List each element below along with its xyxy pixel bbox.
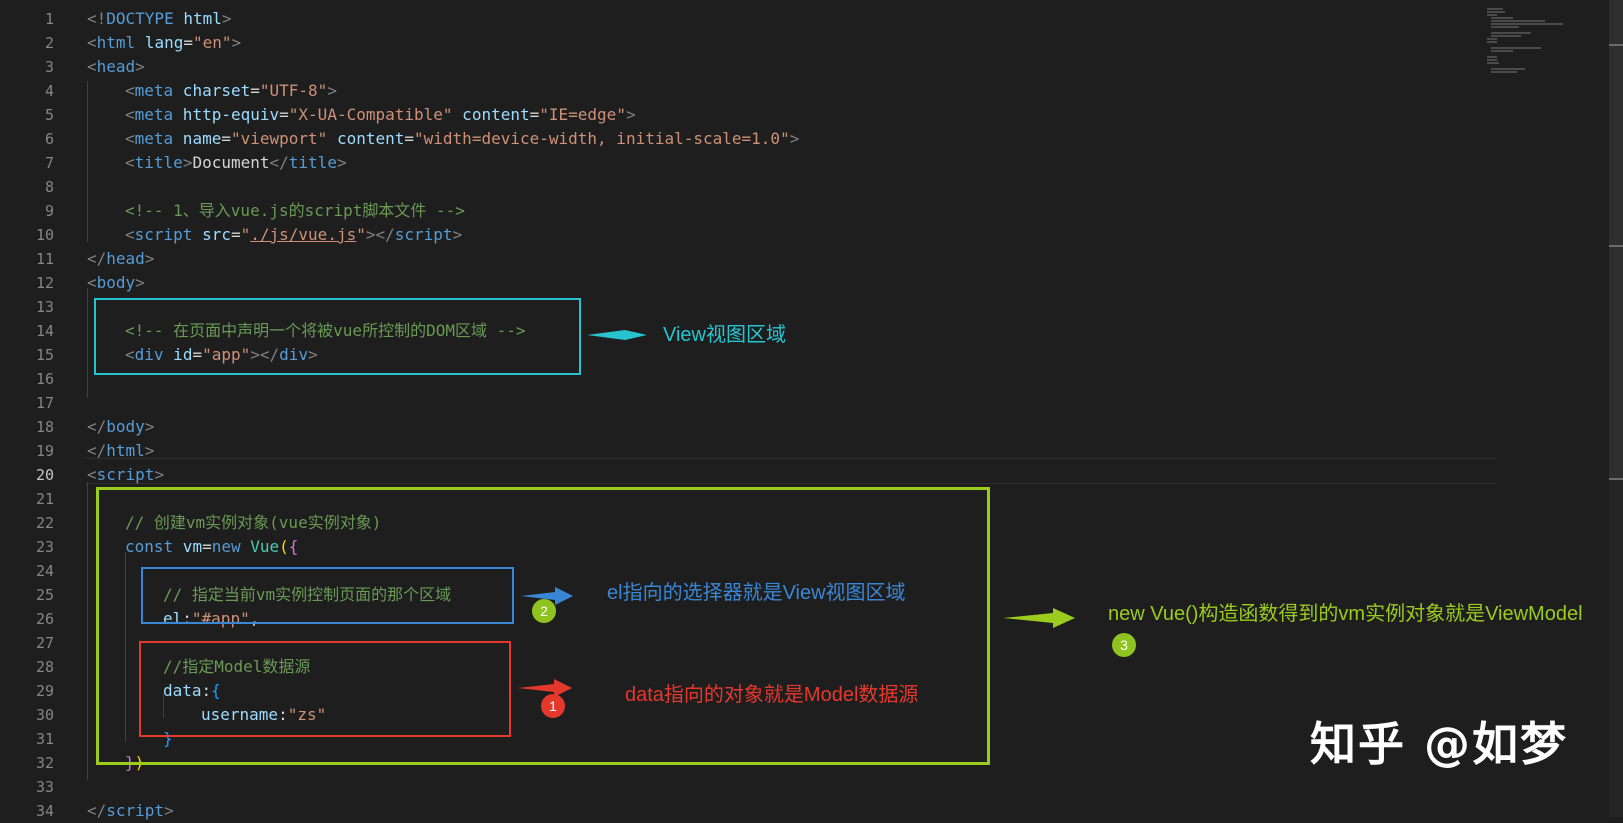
data-region-box — [139, 641, 511, 737]
viewmodel-region-box — [96, 487, 990, 765]
code-line-6: <meta name="viewport" content="width=dev… — [125, 129, 800, 148]
line-number: 5 — [44, 106, 54, 124]
line-number: 10 — [35, 226, 54, 244]
code-line-12: <body> — [87, 273, 145, 292]
line-number: 22 — [35, 514, 54, 532]
code-line-14: <!-- 在页面中声明一个将被vue所控制的DOM区域 --> — [125, 321, 526, 340]
indent-guide — [125, 552, 126, 742]
code-line-31: } — [163, 729, 173, 748]
line-number: 6 — [44, 130, 54, 148]
zhihu-watermark: 知乎 @如梦 — [1310, 717, 1569, 771]
step-badge-1: 1 — [541, 694, 565, 718]
line-number: 3 — [44, 58, 54, 76]
vm-arrow-icon — [1003, 608, 1075, 628]
indent-guide — [87, 81, 88, 242]
code-line-20: <script> — [87, 465, 165, 484]
viewmodel-annotation: new Vue()构造函数得到的vm实例对象就是ViewModel — [1108, 603, 1583, 625]
code-line-23: const vm=new Vue({ — [125, 537, 299, 556]
code-line-10: <script src="./js/vue.js"></script> — [125, 225, 463, 244]
line-number: 19 — [35, 442, 54, 460]
code-line-9: <!-- 1、导入vue.js的script脚本文件 --> — [125, 201, 465, 220]
line-number: 21 — [35, 490, 54, 508]
script-src-link[interactable]: ./js/vue.js — [250, 225, 357, 244]
code-line-29: data:{ — [163, 681, 221, 700]
line-number: 14 — [35, 322, 54, 340]
code-line-3: <head> — [87, 57, 145, 76]
indent-guide — [87, 288, 88, 398]
line-number: 11 — [35, 250, 54, 268]
el-arrow-icon — [521, 587, 573, 605]
code-line-15: <div id="app"></div> — [125, 345, 318, 364]
line-number: 2 — [44, 34, 54, 52]
line-number: 30 — [35, 706, 54, 724]
line-number: 16 — [35, 370, 54, 388]
code-line-19: </html> — [87, 441, 155, 460]
minimap[interactable] — [1485, 6, 1590, 76]
line-number: 8 — [44, 178, 54, 196]
step-badge-3: 3 — [1112, 633, 1136, 657]
view-arrow-icon — [587, 330, 647, 340]
line-number: 9 — [44, 202, 54, 220]
line-number: 29 — [35, 682, 54, 700]
line-number: 28 — [35, 658, 54, 676]
line-number: 24 — [35, 562, 54, 580]
line-number: 7 — [44, 154, 54, 172]
scrollbar-thumb[interactable] — [1609, 0, 1623, 480]
code-line-28: //指定Model数据源 — [163, 657, 311, 676]
line-number: 34 — [35, 802, 54, 820]
line-number: 13 — [35, 298, 54, 316]
line-number: 25 — [35, 586, 54, 604]
line-number: 27 — [35, 634, 54, 652]
step-badge-2: 2 — [532, 599, 556, 623]
indent-guide — [163, 694, 164, 718]
line-number: 1 — [44, 10, 54, 28]
scrollbar-marker — [1609, 478, 1623, 480]
line-number: 26 — [35, 610, 54, 628]
line-number: 20 — [35, 466, 54, 484]
code-line-34: </script> — [87, 801, 174, 820]
line-number: 4 — [44, 82, 54, 100]
code-line-7: <title>Document</title> — [125, 153, 347, 172]
el-annotation: el指向的选择器就是View视图区域 — [607, 582, 906, 604]
code-line-18: </body> — [87, 417, 155, 436]
line-number: 18 — [35, 418, 54, 436]
line-number: 15 — [35, 346, 54, 364]
view-annotation: View视图区域 — [663, 324, 786, 346]
line-number: 31 — [35, 730, 54, 748]
code-line-5: <meta http-equiv="X-UA-Compatible" conte… — [125, 105, 636, 124]
current-line-highlight — [86, 458, 1496, 484]
line-number: 33 — [35, 778, 54, 796]
code-line-2: <html lang="en"> — [87, 33, 242, 52]
code-line-30: username:"zs" — [201, 705, 327, 724]
data-arrow-icon — [518, 679, 572, 697]
code-line-22: // 创建vm实例对象(vue实例对象) — [125, 513, 382, 532]
view-region-box — [94, 298, 581, 375]
scrollbar-marker — [1609, 44, 1623, 46]
line-number: 12 — [35, 274, 54, 292]
code-line-11: </head> — [87, 249, 155, 268]
code-line-4: <meta charset="UTF-8"> — [125, 81, 337, 100]
line-number: 32 — [35, 754, 54, 772]
line-number: 17 — [35, 394, 54, 412]
vertical-scrollbar[interactable] — [1609, 0, 1623, 817]
el-region-box — [141, 567, 514, 624]
code-line-1: <!DOCTYPE html> — [87, 9, 232, 28]
line-number: 23 — [35, 538, 54, 556]
indent-guide — [87, 482, 88, 780]
scrollbar-marker — [1609, 245, 1623, 247]
data-annotation: data指向的对象就是Model数据源 — [625, 684, 919, 706]
code-line-25: // 指定当前vm实例控制页面的那个区域 — [163, 585, 452, 604]
